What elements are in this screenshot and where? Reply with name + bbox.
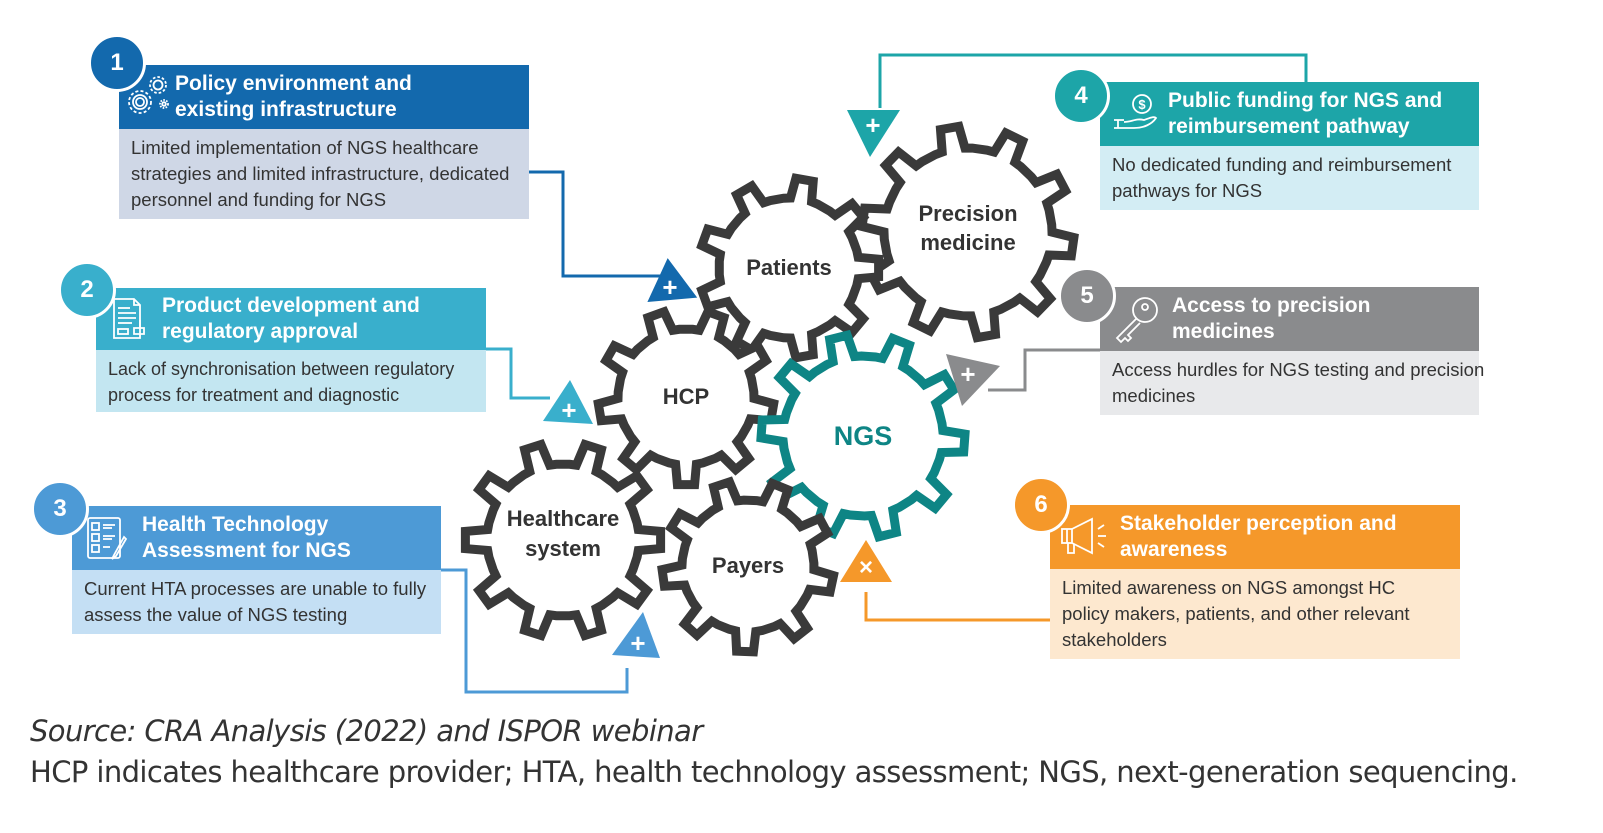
gear-label-precision-2: medicine bbox=[920, 230, 1015, 255]
money-hand-icon: $ bbox=[1100, 88, 1168, 140]
card-public-funding: $ Public funding for NGS and reimbursemen… bbox=[1100, 82, 1479, 210]
gear-patients bbox=[696, 173, 884, 363]
card-2-title-line-1: Product development and bbox=[162, 294, 420, 317]
card-6-body-line-1: Limited awareness on NGS amongst HC bbox=[1062, 577, 1396, 598]
svg-text:+: + bbox=[865, 110, 880, 140]
card-1-body-line-2: strategies and limited infrastructure, d… bbox=[131, 163, 510, 184]
card-2-body-line-1: Lack of synchronisation between regulato… bbox=[108, 359, 455, 379]
gear-label-payers: Payers bbox=[712, 553, 784, 578]
card-3-body-line-2: assess the value of NGS testing bbox=[84, 604, 348, 625]
card-6-title-line-2: awareness bbox=[1120, 538, 1228, 561]
card-2-title-line-2: regulatory approval bbox=[162, 320, 359, 343]
card-6-body-line-3: stakeholders bbox=[1062, 629, 1167, 650]
marker-3: + bbox=[612, 612, 660, 658]
gear-label-patients: Patients bbox=[746, 255, 832, 280]
gear-healthcare-system bbox=[460, 438, 666, 642]
key-icon bbox=[1100, 293, 1172, 345]
marker-1: + bbox=[647, 258, 698, 303]
card-access-precision: Access to precision medicines Access hurd… bbox=[1100, 287, 1485, 415]
card-4-title-line-1: Public funding for NGS and bbox=[1168, 89, 1443, 112]
svg-text:+: + bbox=[662, 272, 677, 302]
badge-1: 1 bbox=[88, 34, 146, 92]
card-2-body-line-2: process for treatment and diagnostic bbox=[108, 385, 400, 405]
card-5-body-line-1: Access hurdles for NGS testing and preci… bbox=[1112, 359, 1485, 380]
badge-5: 5 bbox=[1058, 267, 1116, 325]
card-1-title-line-2: existing infrastructure bbox=[175, 98, 397, 121]
gear-label-precision-1: Precision bbox=[918, 201, 1017, 226]
card-4-body-line-1: No dedicated funding and reimbursement bbox=[1112, 154, 1452, 175]
badge-3: 3 bbox=[31, 480, 89, 538]
card-product-development: Product development and regulatory approv… bbox=[96, 288, 486, 412]
card-3-title-line-2: Assessment for NGS bbox=[142, 539, 351, 562]
abbreviations-note: HCP indicates healthcare provider; HTA, … bbox=[30, 755, 1518, 789]
marker-5: + bbox=[946, 354, 1000, 406]
marker-4: + bbox=[847, 110, 900, 157]
connector-5 bbox=[988, 348, 1100, 392]
svg-text:+: + bbox=[960, 359, 975, 389]
card-5-body-line-2: medicines bbox=[1112, 385, 1196, 406]
badge-6: 6 bbox=[1012, 476, 1070, 534]
connector-4 bbox=[878, 53, 1308, 108]
svg-text:+: + bbox=[630, 628, 645, 658]
checklist-icon bbox=[72, 512, 142, 564]
gear-label-healthcare-2: system bbox=[525, 536, 601, 561]
gears-icon bbox=[119, 71, 175, 123]
card-1-body-line-1: Limited implementation of NGS healthcare bbox=[131, 137, 479, 158]
card-6-body-line-2: policy makers, patients, and other relev… bbox=[1062, 603, 1410, 624]
gear-ngs bbox=[756, 329, 970, 543]
card-policy-environment: Policy environment and existing infrastru… bbox=[119, 65, 529, 219]
svg-text:×: × bbox=[859, 554, 873, 581]
connector-2 bbox=[486, 347, 550, 400]
card-4-title-line-2: reimbursement pathway bbox=[1168, 115, 1410, 138]
card-5-title-line-1: Access to precision bbox=[1172, 294, 1371, 317]
badge-2: 2 bbox=[58, 261, 116, 319]
card-1-body-line-3: personnel and funding for NGS bbox=[131, 189, 387, 210]
gear-precision-medicine bbox=[857, 121, 1079, 343]
connector-1 bbox=[528, 170, 660, 278]
card-6-title-line-1: Stakeholder perception and bbox=[1120, 512, 1397, 535]
gear-label-hcp: HCP bbox=[663, 384, 709, 409]
megaphone-icon bbox=[1050, 511, 1120, 563]
gear-hcp bbox=[593, 306, 779, 490]
badge-4: 4 bbox=[1052, 67, 1110, 125]
gear-label-ngs: NGS bbox=[834, 421, 893, 451]
card-3-title-line-1: Health Technology bbox=[142, 513, 329, 536]
svg-text:+: + bbox=[561, 395, 576, 425]
svg-text:$: $ bbox=[1138, 97, 1146, 112]
card-3-body-line-1: Current HTA processes are unable to full… bbox=[84, 578, 427, 599]
document-stamp-icon bbox=[96, 293, 162, 345]
card-4-body-line-2: pathways for NGS bbox=[1112, 180, 1263, 201]
marker-6: × bbox=[840, 540, 892, 582]
connector-6 bbox=[864, 592, 1051, 622]
marker-2: + bbox=[543, 380, 593, 425]
source-note: Source: CRA Analysis (2022) and ISPOR we… bbox=[30, 714, 703, 748]
gear-label-healthcare-1: Healthcare bbox=[507, 506, 620, 531]
connector-3 bbox=[441, 568, 629, 694]
card-5-title-line-2: medicines bbox=[1172, 320, 1275, 343]
gear-payers bbox=[657, 476, 839, 657]
card-stakeholder-perception: Stakeholder perception and awareness Limi… bbox=[1050, 505, 1460, 659]
card-1-title-line-1: Policy environment and bbox=[175, 72, 412, 95]
